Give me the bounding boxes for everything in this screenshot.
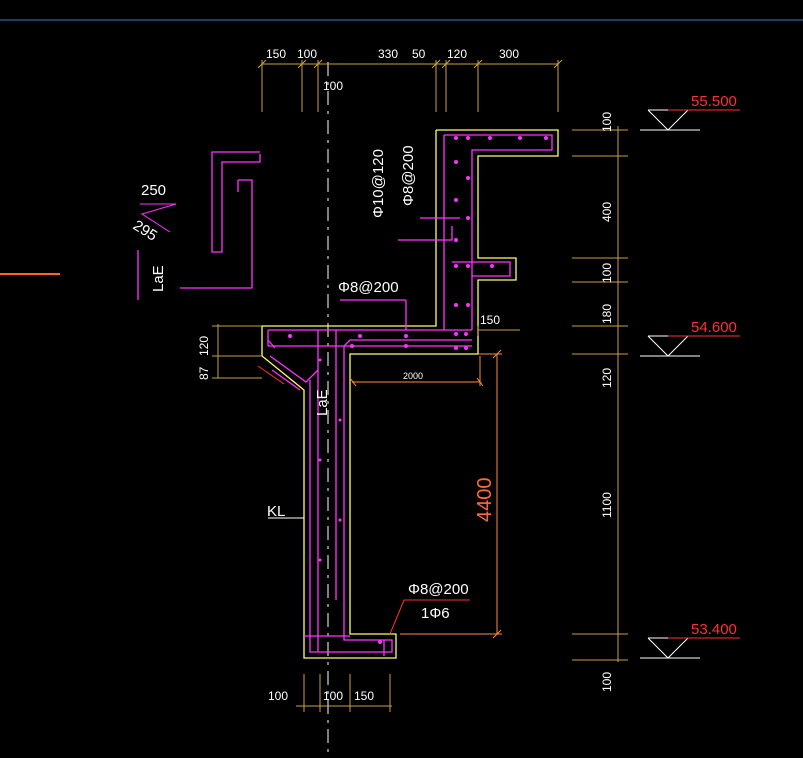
left-dim-2: 120: [197, 336, 211, 356]
anchor-label-main: LaE: [314, 389, 331, 416]
detail-dim-lines: [140, 203, 177, 233]
top-dim-5: 120: [447, 47, 467, 61]
height-dim: 4400: [474, 478, 496, 523]
bottom-dim-3: 150: [354, 689, 374, 703]
span-dim-lines: [349, 356, 484, 387]
left-dim-1: 87: [197, 366, 211, 380]
right-dimension-chain: [572, 126, 628, 662]
top-dim-4: 50: [412, 47, 426, 61]
rebar-label-vertical-2: Φ8@200: [400, 145, 417, 206]
top-dim-2: 100: [297, 47, 317, 61]
concrete-outline: [261, 129, 559, 659]
bottom-dimension-chain: [296, 674, 392, 712]
bottom-dim-2: 100: [323, 689, 343, 703]
ledge-dim-lines: [477, 326, 520, 336]
elevation-markers: [640, 109, 700, 659]
rebar-label-slab: Φ8@200: [338, 279, 399, 296]
right-dim-3: 100: [600, 263, 614, 283]
rebar-label-vertical-1: Φ10@120: [370, 149, 387, 218]
elevation-mid: 54.600: [691, 319, 737, 336]
right-dim-6: 1100: [600, 492, 614, 518]
right-dim-1: 100: [600, 112, 614, 132]
bottom-leader: [389, 599, 470, 635]
ledge-dim: 150: [480, 313, 500, 327]
right-dim-7: 100: [600, 672, 614, 692]
right-dim-4: 180: [600, 304, 614, 324]
rebar-label-bottom-1: Φ8@200: [408, 581, 469, 598]
top-dim-1: 150: [266, 47, 286, 61]
right-dim-2: 400: [600, 202, 614, 222]
detail-dim-b: 295: [130, 217, 160, 245]
beam-label: KL: [267, 503, 285, 520]
detail-dim-a: 250: [141, 182, 166, 199]
slab-leader-red: [257, 365, 285, 385]
top-dim-3: 330: [378, 47, 398, 61]
elevation-bottom: 53.400: [691, 621, 737, 638]
span-dim: 2000: [403, 371, 423, 381]
right-dim-5: 120: [600, 368, 614, 388]
bottom-dim-1: 100: [268, 689, 288, 703]
elevation-top: 55.500: [691, 93, 737, 110]
top-dimension-chain: [257, 59, 563, 112]
rebar-dots: [288, 136, 548, 644]
left-dimension-chain: [212, 324, 262, 379]
anchor-detail-shape: [137, 151, 261, 300]
axis-dim: 100: [323, 79, 343, 93]
top-dim-6: 300: [499, 47, 519, 61]
height-dim-lines: [400, 349, 502, 639]
rebar-label-bottom-2: 1Φ6: [421, 605, 450, 622]
elevation-underlines: [668, 109, 740, 639]
detail-anchor-label: LaE: [150, 265, 167, 292]
rebar-lines: [267, 134, 553, 656]
